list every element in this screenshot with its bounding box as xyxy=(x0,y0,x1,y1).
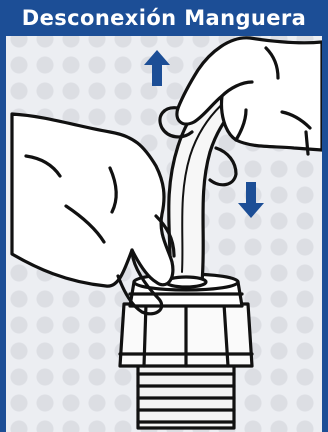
card-title: Desconexión Manguera xyxy=(6,0,322,36)
fitting-thread xyxy=(138,364,234,428)
arrow-up-icon xyxy=(144,50,170,86)
fitting-hex-nut xyxy=(120,304,252,366)
arrow-down-icon xyxy=(238,182,264,218)
hose-disconnection-illustration xyxy=(6,36,322,432)
